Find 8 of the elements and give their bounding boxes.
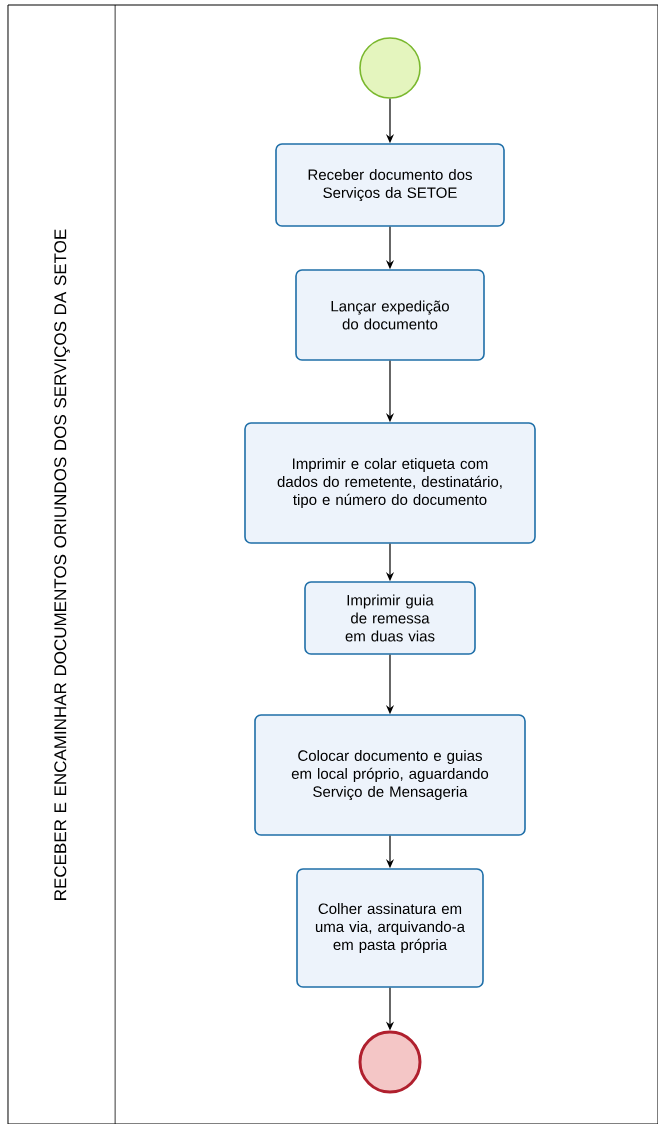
task-box: Colocar documento e guias em local próprio, aguardando Serviço de Mensageria	[254, 714, 526, 836]
task-box: Imprimir e colar etiqueta com dados do remetente, destinatário, tipo e número do documento	[244, 422, 536, 544]
task-box: Receber documento dos Serviços da SETOE	[275, 143, 505, 227]
task-box: Colher assinatura em uma via, arquivando-a em pasta própria	[296, 868, 484, 988]
task-box: Lançar expedição do documento	[295, 269, 485, 361]
end-event-circle	[358, 1030, 422, 1094]
start-event-circle	[359, 37, 421, 99]
task-box: Imprimir guia de remessa em duas vias	[304, 581, 476, 655]
